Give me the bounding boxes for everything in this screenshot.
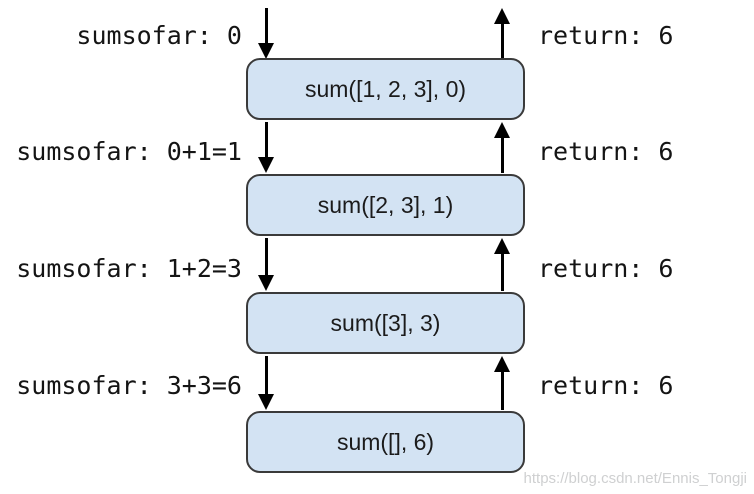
arrow-shaft	[264, 356, 268, 396]
down-arrow-icon	[258, 8, 274, 59]
return-label-2: return: 6	[538, 137, 674, 166]
down-arrow-icon	[258, 122, 274, 173]
return-label-4: return: 6	[538, 371, 674, 400]
arrow-shaft	[500, 370, 504, 410]
arrow-head	[258, 394, 274, 410]
call-box-label: sum([], 6)	[336, 428, 435, 455]
sumsofar-label-2: sumsofar: 0+1=1	[16, 137, 242, 166]
return-label-3: return: 6	[538, 254, 674, 283]
up-arrow-icon	[494, 356, 510, 410]
arrow-head	[494, 356, 510, 372]
up-arrow-icon	[494, 238, 510, 291]
call-box-label: sum([3], 3)	[330, 309, 441, 336]
sumsofar-label-3: sumsofar: 1+2=3	[16, 254, 242, 283]
arrow-head	[494, 8, 510, 24]
arrow-shaft	[264, 122, 268, 159]
sumsofar-label-1: sumsofar: 0	[76, 21, 242, 50]
arrow-shaft	[500, 22, 504, 59]
arrow-head	[494, 238, 510, 254]
return-label-1: return: 6	[538, 21, 674, 50]
arrow-head	[494, 122, 510, 138]
arrow-head	[258, 43, 274, 59]
up-arrow-icon	[494, 8, 510, 59]
arrow-head	[258, 157, 274, 173]
up-arrow-icon	[494, 122, 510, 173]
arrow-shaft	[264, 238, 268, 277]
arrow-head	[258, 275, 274, 291]
down-arrow-icon	[258, 238, 274, 291]
call-box-2: sum([2, 3], 1)	[246, 174, 525, 236]
call-box-3: sum([3], 3)	[246, 292, 525, 354]
arrow-shaft	[500, 136, 504, 173]
call-box-label: sum([2, 3], 1)	[317, 191, 454, 218]
arrow-shaft	[264, 8, 268, 45]
call-box-4: sum([], 6)	[246, 411, 525, 473]
call-box-label: sum([1, 2, 3], 0)	[304, 75, 467, 102]
call-box-1: sum([1, 2, 3], 0)	[246, 58, 525, 120]
watermark-url: https://blog.csdn.net/Ennis_Tongji	[523, 470, 747, 487]
sumsofar-label-4: sumsofar: 3+3=6	[16, 371, 242, 400]
down-arrow-icon	[258, 356, 274, 410]
arrow-shaft	[500, 252, 504, 291]
